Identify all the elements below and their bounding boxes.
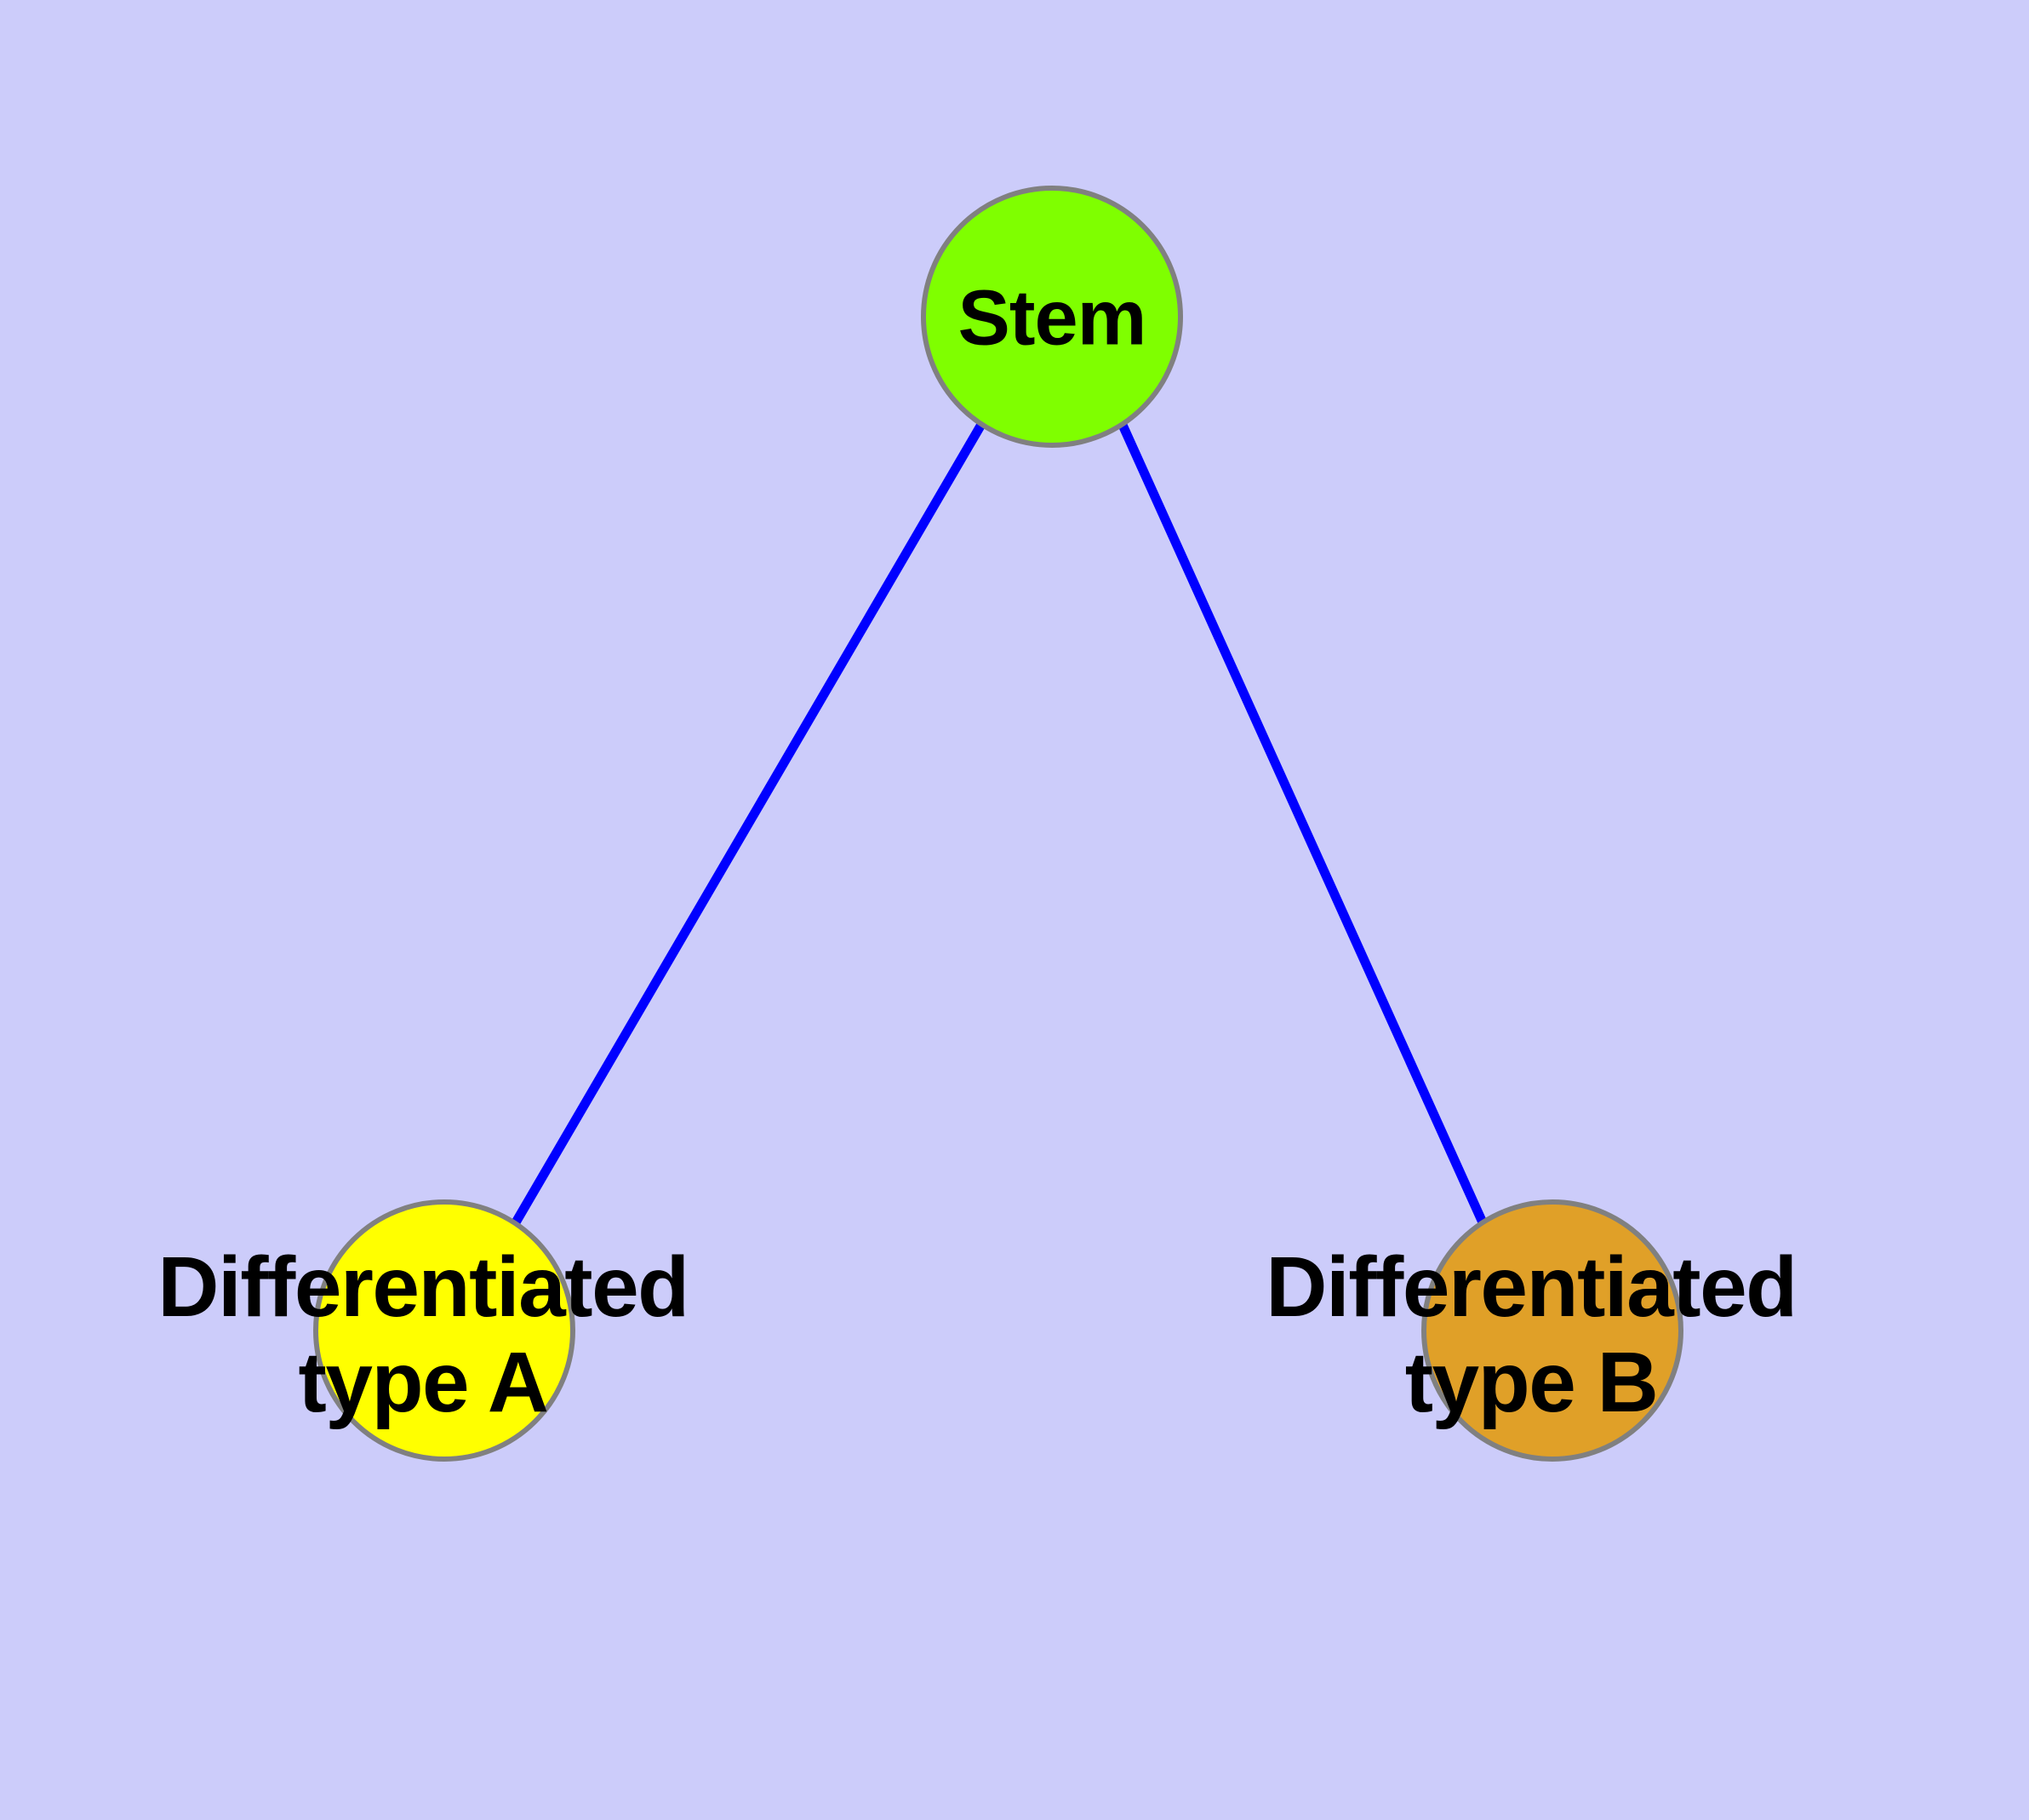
graph-node-diff-a[interactable] — [313, 1199, 575, 1462]
edge-layer — [512, 421, 1488, 1225]
node-layer — [313, 186, 1683, 1462]
graph-edge-stem-to-diff-b[interactable] — [1117, 421, 1488, 1225]
graph-node-diff-b[interactable] — [1421, 1199, 1683, 1462]
graph-edge-stem-to-diff-a[interactable] — [512, 421, 986, 1225]
graph-node-stem[interactable] — [921, 186, 1183, 448]
